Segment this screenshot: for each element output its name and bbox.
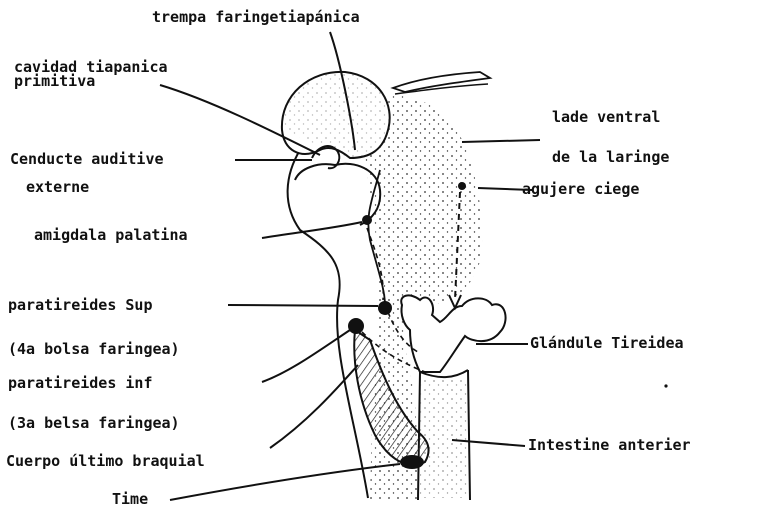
label-agujero: agujere ciege — [522, 182, 639, 197]
thyroid-gland — [401, 295, 505, 372]
label-lado-ventral-line2: de la laringe — [552, 150, 669, 165]
label-lado-ventral-line1: lade ventral — [552, 110, 660, 125]
foramen-caecum-dot — [458, 182, 466, 190]
label-amigdala: amigdala palatina — [34, 228, 188, 243]
label-paratiroides-inf: paratireides inf — [8, 376, 153, 391]
parathyroid-inf-dot — [348, 318, 364, 334]
label-timo: Time — [112, 492, 148, 507]
label-bolsa-3: (3a belsa faringea) — [8, 416, 180, 431]
label-paratiroides-sup: paratireides Sup — [8, 298, 153, 313]
label-conducto-line1: Cenducte auditive — [10, 152, 164, 167]
label-intestino: Intestine anterier — [528, 438, 691, 453]
tonsil-dot — [362, 215, 372, 225]
parathyroid-sup-dot — [378, 301, 392, 315]
label-cavidad-line2: primitiva — [14, 74, 95, 89]
label-cuerpo-ultimo: Cuerpo último braquial — [6, 454, 205, 469]
label-trompa: trempa faringetiapánica — [152, 10, 360, 25]
label-conducto-line2: externe — [26, 180, 89, 195]
label-glandula: Glándule Tireidea — [530, 336, 684, 351]
thymus-dot — [400, 455, 424, 469]
label-bolsa-4: (4a bolsa faringea) — [8, 342, 180, 357]
laryngeal-fold — [393, 72, 490, 92]
